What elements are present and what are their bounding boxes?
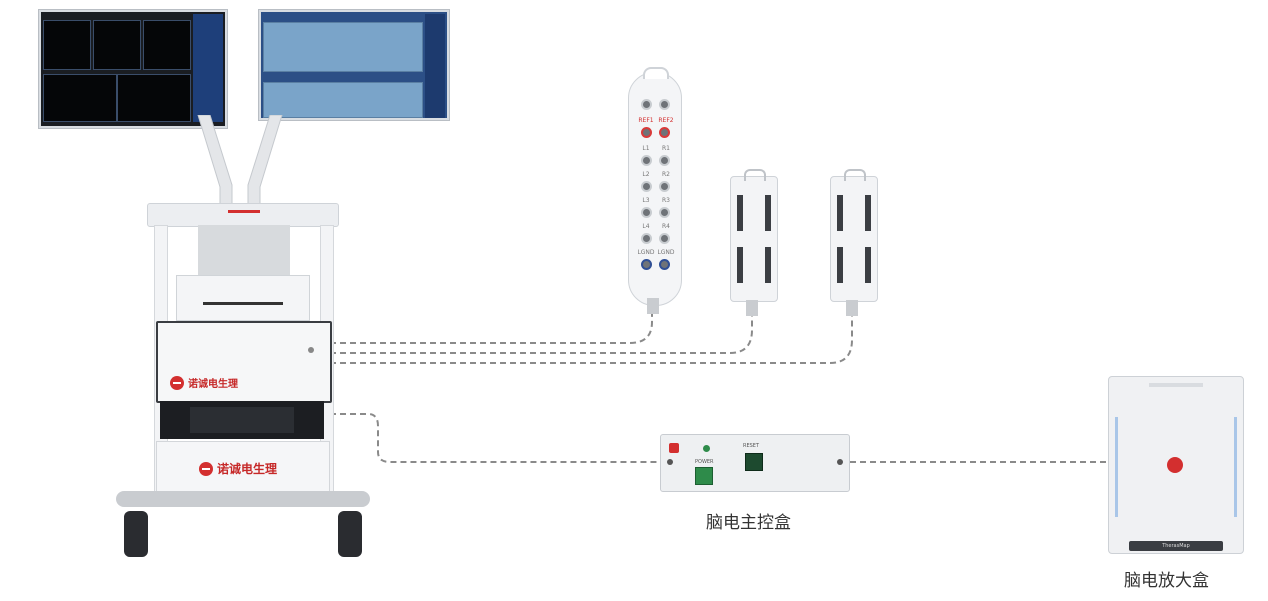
amplifier-box-caption: 脑电放大盒 [1124,571,1209,591]
label-l4: L4 [642,223,650,230]
cable-electrode-box [330,312,653,344]
connector-a-cable-stub [746,300,758,316]
label-r2: R2 [662,171,670,178]
control-box: POWER RESET [660,434,850,492]
amplifier-box: TherasMap [1108,376,1244,554]
cabinet-lock-icon [308,347,314,353]
ref-right-label: REF2 [658,117,674,124]
cable-connector-b [330,316,853,364]
label-l1: L1 [642,145,650,152]
cart-wheel-base [116,491,370,507]
cart-cabinet: 诺诚电生理 [156,321,332,403]
amplifier-brand-text: TherasMap [1162,543,1190,549]
port-right-icon [837,459,843,465]
electrode-box-cable-stub [647,298,659,314]
amplifier-base: TherasMap [1129,541,1223,551]
cart-base-box: 诺诚电生理 [156,441,330,493]
cable-connector-a [330,316,753,354]
control-box-caption: 脑电主控盒 [706,513,791,533]
cabinet-brand: 诺诚电生理 [170,375,238,390]
ref-left-label: REF1 [638,117,654,124]
power-indicator-icon [703,445,710,452]
monitor-right [258,9,450,121]
wheel-right-icon [338,511,362,557]
label-r1: R1 [662,145,670,152]
brand-logo-icon-2 [199,461,213,476]
control-box-logo-icon [669,443,679,453]
medical-cart: 诺诚电生理 诺诚电生理 [38,5,450,565]
power-label: POWER [695,459,714,465]
cabinet-brand-text: 诺诚电生理 [188,379,238,390]
label-r4: R4 [662,223,670,230]
equipment-bay [160,401,324,439]
ref-right-jack [659,127,670,138]
power-switch[interactable] [695,467,713,485]
label-l3: L3 [642,197,650,204]
keyboard-drawer [176,275,310,321]
reset-button[interactable] [745,453,763,471]
wheel-left-icon [124,511,148,557]
brand-logo-icon [170,375,184,390]
port-left-icon [667,459,673,465]
connector-block-b [830,169,878,302]
gnd-left-jack [641,259,652,270]
label-lgnd-right: LGND [657,249,675,256]
gnd-right-jack [659,259,670,270]
base-brand: 诺诚电生理 [199,460,277,477]
label-r3: R3 [662,197,670,204]
monitor-left [38,9,228,129]
connector-block-a [730,169,778,302]
label-lgnd-left: LGND [637,249,655,256]
cart-top-shelf [147,203,339,227]
base-brand-text: 诺诚电生理 [217,462,278,476]
label-l2: L2 [642,171,650,178]
cable-control-box [330,413,660,463]
connector-b-cable-stub [846,300,858,316]
amplifier-logo-icon [1167,457,1183,473]
electrode-box: REF1 REF2 L1 R1 L2 R2 L3 R3 L4 R4 LGND L… [628,67,682,306]
ref-left-jack [641,127,652,138]
monitor-arms [197,115,283,211]
reset-label: RESET [743,443,760,449]
electrode-box-handle [643,67,669,79]
